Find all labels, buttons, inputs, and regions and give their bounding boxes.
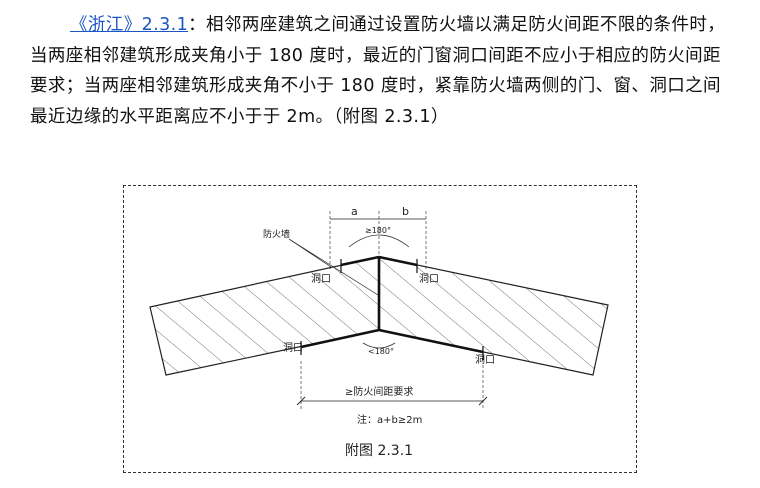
dimension-b-label: b [402,205,409,218]
figure-note: 注：a+b≥2m [357,413,422,426]
opening-label-top-left: 洞口 [311,273,331,285]
firewall-label: 防火墙 [263,228,290,240]
figure-caption: 附图 2.3.1 [345,443,413,459]
opening-label-bottom-right: 洞口 [475,354,495,366]
figure-frame [123,185,637,473]
paragraph-body: ：相邻两座建筑之间通过设置防火墙以满足防火间距不限的条件时，当两座相邻建筑形成夹… [30,15,726,127]
left-building [149,256,380,376]
distance-label: ≥防火间距要求 [345,385,413,398]
angle-bottom-label: <180° [368,347,394,356]
regulation-ref-link[interactable]: 《浙江》2.3.1 [70,15,189,35]
angle-top-label: ≥180° [365,226,391,235]
opening-label-top-right: 洞口 [419,273,439,285]
dimension-a-label: a [351,205,358,218]
opening-label-bottom-left: 洞口 [283,342,303,354]
building-diagram: a b ≥180° <180° 防火墙 洞口 洞口 洞口 洞口 ≥防火间距要求 … [149,205,609,459]
regulation-paragraph: 《浙江》2.3.1：相邻两座建筑之间通过设置防火墙以满足防火间距不限的条件时，当… [30,10,735,132]
